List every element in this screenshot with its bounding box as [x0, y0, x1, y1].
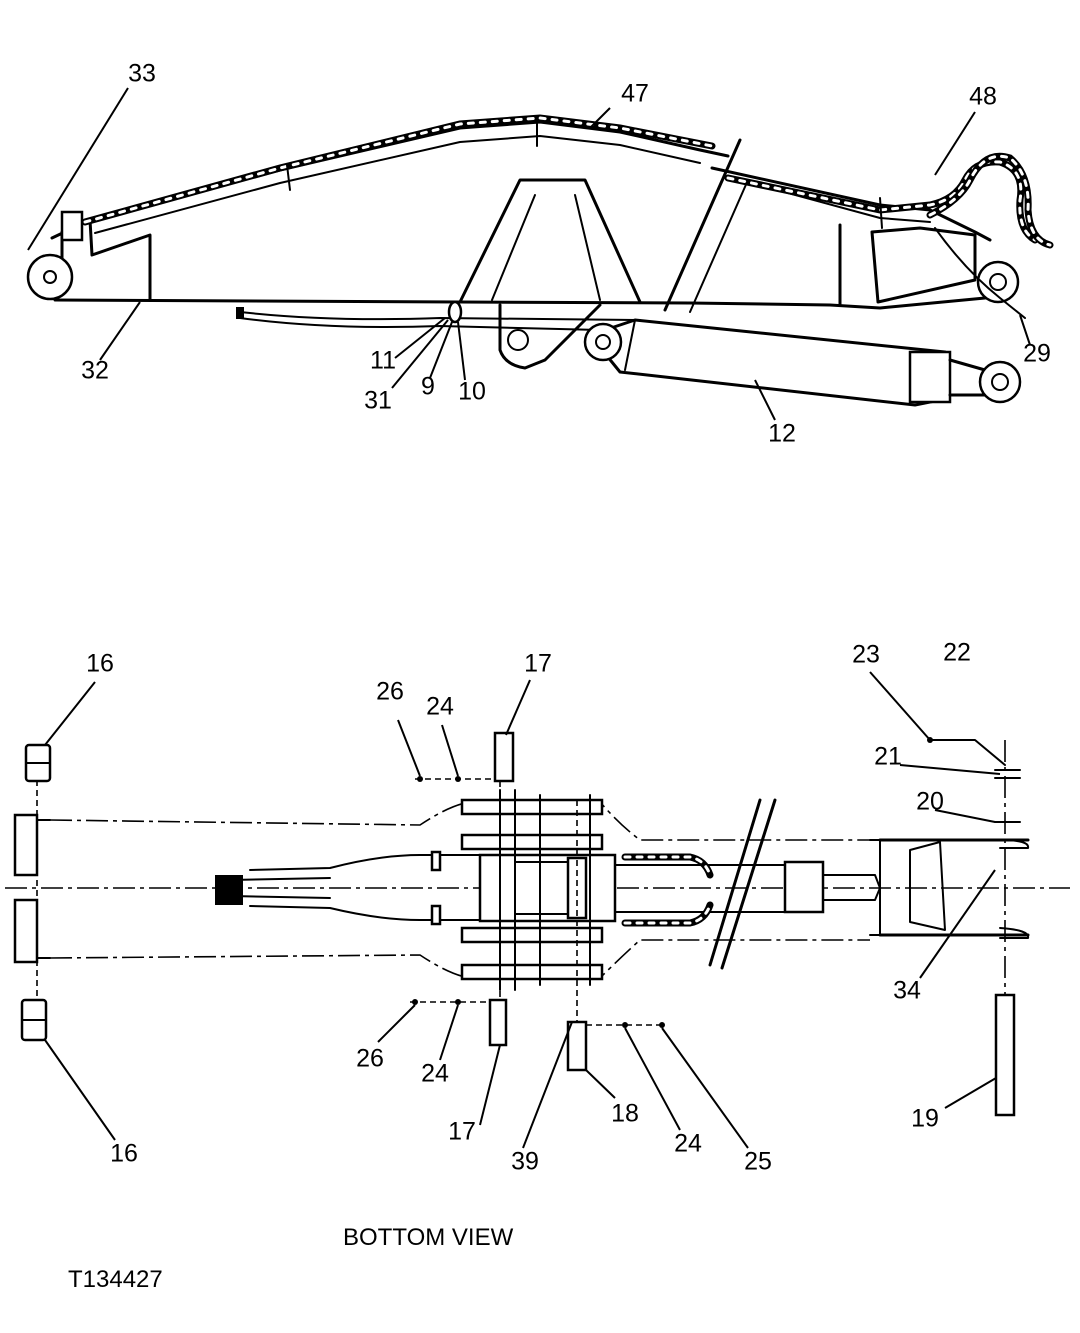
- boom-body: [50, 120, 992, 370]
- bottom-view-caption: BOTTOM VIEW: [343, 1224, 514, 1251]
- callout-11: 11: [370, 347, 396, 375]
- callout-22: 22: [943, 639, 971, 667]
- callout-20: 20: [916, 788, 944, 816]
- callout-29: 29: [1023, 340, 1051, 368]
- callout-25: 25: [744, 1148, 772, 1176]
- callout-12: 12: [768, 420, 796, 448]
- part-17-bottom: [488, 998, 508, 1047]
- callout-10: 10: [458, 378, 486, 406]
- part-16-top: [24, 743, 52, 783]
- boom-cylinder: [583, 318, 1022, 407]
- callout-16-bottom: 16: [110, 1140, 138, 1168]
- hardware-bottom-right: [586, 1022, 665, 1028]
- boom-bottom-outline: [13, 789, 1030, 991]
- callout-33: 33: [128, 60, 156, 88]
- callout-23: 23: [852, 641, 880, 669]
- boom-foot-pin-icon: [26, 253, 74, 301]
- bottom-view-leaders: [44, 671, 1001, 1149]
- hardware-top: [415, 776, 495, 782]
- callout-16-top: 16: [86, 650, 114, 678]
- callout-31: 31: [364, 387, 392, 415]
- callout-32: 32: [81, 357, 109, 385]
- part-17-top: [493, 731, 515, 783]
- callout-26-top: 26: [376, 678, 404, 706]
- callout-48: 48: [969, 83, 997, 111]
- figure-id: T134427: [68, 1266, 163, 1293]
- callout-24-bottom: 24: [421, 1060, 449, 1088]
- part-18: [566, 1020, 588, 1072]
- callout-47: 47: [621, 80, 649, 108]
- part-16-bottom: [20, 998, 48, 1042]
- callout-9: 9: [421, 373, 435, 401]
- callout-18: 18: [611, 1100, 639, 1128]
- part-19: [994, 993, 1016, 1117]
- side-view-leaders: [27, 87, 1031, 421]
- callout-34: 34: [893, 977, 921, 1005]
- callout-21: 21: [874, 743, 902, 771]
- callout-24-right: 24: [674, 1130, 702, 1158]
- boom-nose-pin-icon: [976, 260, 1020, 304]
- boom-hose-lines: [81, 114, 1054, 319]
- callout-17-bottom: 17: [448, 1118, 476, 1146]
- callout-26-bottom: 26: [356, 1045, 384, 1073]
- callout-39: 39: [511, 1148, 539, 1176]
- callout-24-top: 24: [426, 693, 454, 721]
- callout-17-top: 17: [524, 650, 552, 678]
- bottom-view: 16 16 17 17 26 24 26 24 23 22 21 20 34 1…: [5, 639, 1070, 1176]
- callout-19: 19: [911, 1105, 939, 1133]
- hardware-bottom-left: [410, 999, 490, 1005]
- lower-hose-lines: [236, 300, 641, 331]
- side-view: 33 47 48 32 11 31 9 10 12 29: [26, 60, 1054, 448]
